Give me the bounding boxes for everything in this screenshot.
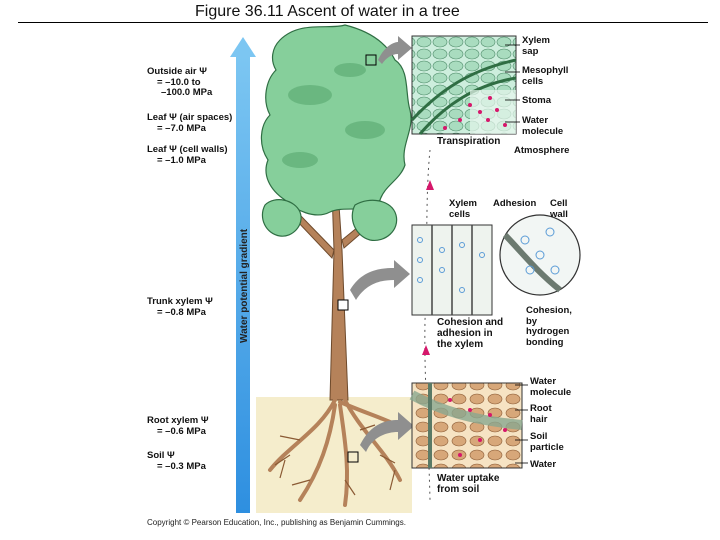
xylem-sap-line2: sap (522, 47, 550, 58)
leaf-cell-walls-label: Leaf Ψ (cell walls) = –1.0 MPa (147, 145, 228, 166)
mesophyll-line1: Mesophyll (522, 66, 568, 77)
cohesion-bonding-label: Cohesion, by hydrogen bonding (526, 306, 572, 348)
uptake-line2: from soil (437, 484, 499, 495)
stoma-label: Stoma (522, 96, 551, 107)
cell-wall-line1: Cell (550, 199, 568, 210)
copyright-notice: Copyright © Pearson Education, Inc., pub… (147, 518, 406, 527)
leaf-air-line1: Leaf Ψ (air spaces) (147, 113, 232, 124)
root-panel (412, 383, 522, 468)
top-water-molecule-label: Water molecule (522, 116, 563, 137)
cohesion-bonding-line3: hydrogen (526, 327, 572, 338)
xylem-sap-label: Xylem sap (522, 36, 550, 57)
mesophyll-cells-label: Mesophyll cells (522, 66, 568, 87)
tree-foliage (261, 25, 411, 240)
root-line2: = –0.6 MPa (147, 427, 209, 438)
cell-wall-label: Cell wall (550, 199, 568, 220)
xylem-cells-label: Xylem cells (449, 199, 477, 220)
soil-particle-line1: Soil (530, 432, 564, 443)
transpiration-label: Transpiration (437, 137, 500, 148)
xylem-sap-line1: Xylem (522, 36, 550, 47)
uptake-line1: Water uptake (437, 473, 499, 484)
bottom-water-molecule-label: Water molecule (530, 377, 571, 398)
cohesion-adhesion-label: Cohesion and adhesion in the xylem (437, 317, 503, 350)
leaf-walls-line2: = –1.0 MPa (147, 156, 228, 167)
atmosphere-label: Atmosphere (514, 146, 569, 157)
xylem-panel (412, 215, 580, 315)
xylem-cells-line1: Xylem (449, 199, 477, 210)
cell-wall-line2: wall (550, 210, 568, 221)
root-hair-line2: hair (530, 415, 552, 426)
bottom-water-line2: molecule (530, 388, 571, 399)
soil-line2: = –0.3 MPa (147, 462, 206, 473)
top-water-line1: Water (522, 116, 563, 127)
adhesion-label: Adhesion (493, 199, 536, 210)
soil-line1: Soil Ψ (147, 451, 206, 462)
outside-air-line3: –100.0 MPa (147, 88, 212, 99)
top-water-line2: molecule (522, 127, 563, 138)
cohesion-adhesion-line2: adhesion in (437, 328, 503, 339)
soil-particle-line2: particle (530, 443, 564, 454)
outside-air-label: Outside air Ψ = –10.0 to –100.0 MPa (147, 67, 212, 99)
trunk-xylem-label: Trunk xylem Ψ = –0.8 MPa (147, 297, 213, 318)
leaf-air-line2: = –7.0 MPa (147, 124, 232, 135)
leaf-air-spaces-label: Leaf Ψ (air spaces) = –7.0 MPa (147, 113, 232, 134)
cohesion-adhesion-line3: the xylem (437, 339, 503, 350)
outside-air-line1: Outside air Ψ (147, 67, 212, 78)
xylem-cells-line2: cells (449, 210, 477, 221)
root-hair-label: Root hair (530, 404, 552, 425)
trunk-line2: = –0.8 MPa (147, 308, 213, 319)
trunk-line1: Trunk xylem Ψ (147, 297, 213, 308)
leaf-walls-line1: Leaf Ψ (cell walls) (147, 145, 228, 156)
root-hair-line1: Root (530, 404, 552, 415)
soil-label: Soil Ψ = –0.3 MPa (147, 451, 206, 472)
root-xylem-label: Root xylem Ψ = –0.6 MPa (147, 416, 209, 437)
water-potential-gradient-label: Water potential gradient (239, 229, 250, 343)
water-uptake-label: Water uptake from soil (437, 473, 499, 495)
root-line1: Root xylem Ψ (147, 416, 209, 427)
mesophyll-line2: cells (522, 77, 568, 88)
water-label: Water (530, 460, 556, 471)
soil-particle-label: Soil particle (530, 432, 564, 453)
cohesion-adhesion-line1: Cohesion and (437, 317, 503, 328)
leaf-panel (412, 36, 516, 134)
cohesion-bonding-line4: bonding (526, 338, 572, 349)
bottom-water-line1: Water (530, 377, 571, 388)
cohesion-bonding-line1: Cohesion, (526, 306, 572, 317)
trunk-detail-box (338, 300, 348, 310)
